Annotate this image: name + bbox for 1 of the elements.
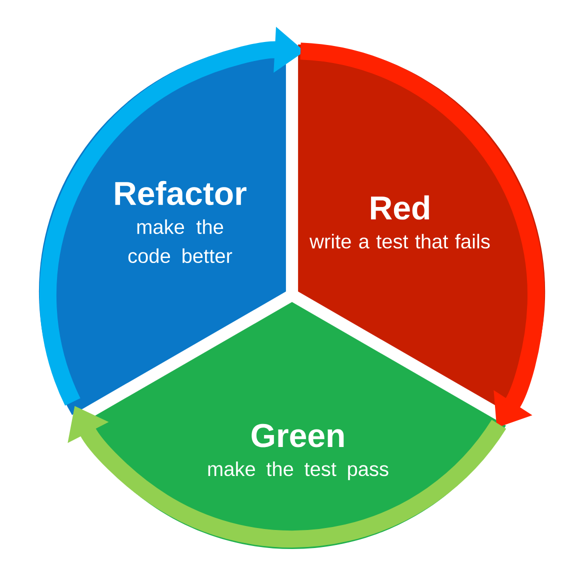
pie-sector: Green make the test pass bbox=[78, 302, 506, 550]
